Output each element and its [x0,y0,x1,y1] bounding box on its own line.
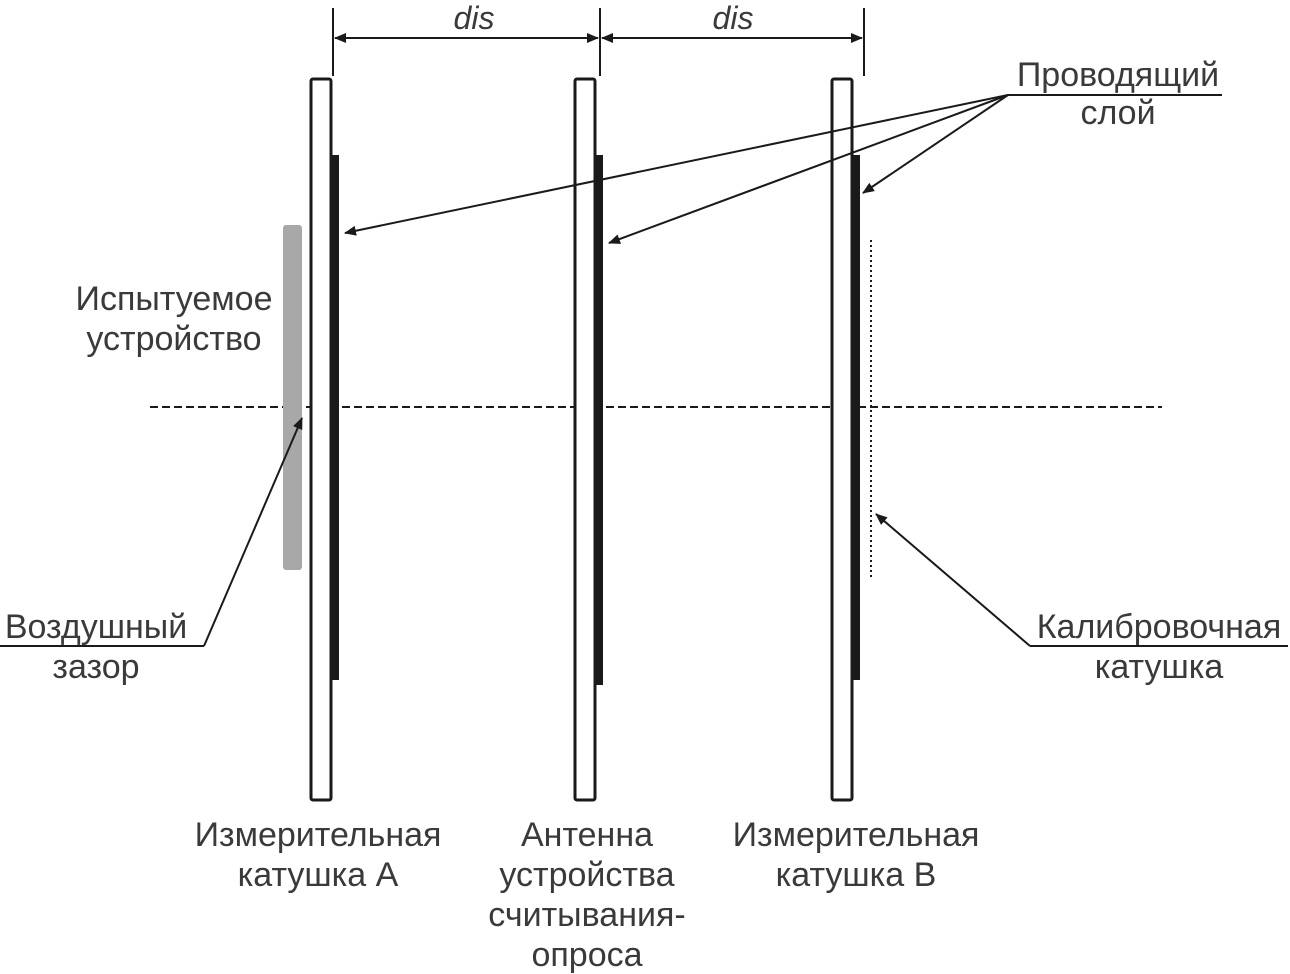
air-gap-label-line2: зазор [52,648,139,686]
device-under-test-bar [283,225,302,570]
coil-a-conductive-layer [331,155,339,680]
coil-b-plate [830,77,854,802]
device-under-test-label-line2: устройство [86,320,261,358]
air-gap-label-line1: Воздушный [5,608,187,646]
leader-conductive-coil-b [862,94,1009,194]
reader-antenna-label-line2: устройства [499,856,674,894]
reader-antenna-plate [573,77,597,802]
calibration-coil-label-line2: катушка [1095,648,1224,686]
reader-antenna-label-line3: считывания- [488,896,685,934]
coil-b-conductive-layer [852,155,860,680]
conductive-layer-label-line1: Проводящий [1017,56,1219,94]
reader-antenna-conductive-layer [595,155,603,685]
calibration-coil-label-line1: Калибровочная [1037,608,1282,646]
leader-air-gap [203,417,303,647]
dim-label-left: dis [454,0,495,36]
coil-b-label-line2: катушка В [776,856,937,894]
leader-calibration-coil [875,513,1031,647]
device-under-test-label-line1: Испытуемое [76,280,273,318]
leader-conductive-antenna [608,94,1009,244]
reader-antenna-label-line1: Антенна [521,816,653,854]
reader-antenna-label-line4: опроса [531,936,642,974]
conductive-layer-label-line2: слой [1080,94,1155,132]
coil-a-plate [309,77,333,802]
dim-label-right: dis [713,0,754,36]
coil-a-label-line2: катушка А [238,856,399,894]
coil-b-label-line1: Измерительная [733,816,980,854]
leader-conductive-coil-a [344,94,1009,236]
coil-a-label-line1: Измерительная [195,816,442,854]
